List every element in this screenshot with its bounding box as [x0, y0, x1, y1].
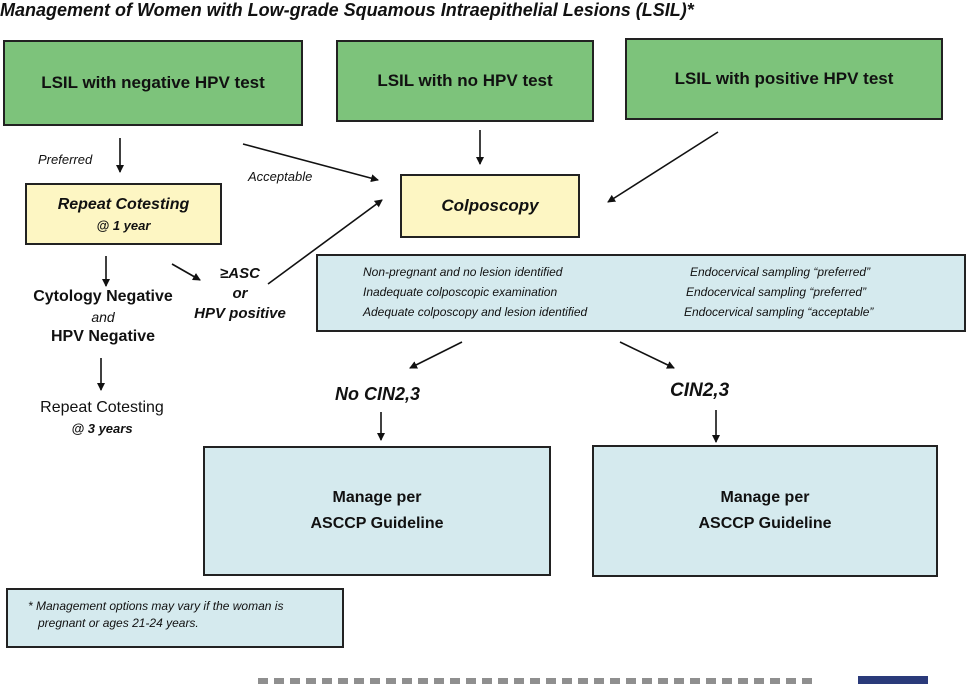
- preferred-label: Preferred: [38, 152, 93, 167]
- repeat-cotesting-3yr-label: Repeat Cotesting @ 3 years: [14, 398, 190, 440]
- colposcopy-label: Colposcopy: [441, 196, 539, 215]
- footnote-line2: pregnant or ages 21-24 years.: [38, 616, 199, 630]
- cytology-hpv-negative-label: Cytology Negative and HPV Negative: [10, 287, 196, 347]
- footnote-box: * Management options may vary if the wom…: [6, 588, 344, 648]
- manage-per-guideline-left-box: Manage per ASCCP Guideline: [203, 446, 551, 576]
- arrow-endo-to-cin: [619, 341, 675, 369]
- lsil-no-hpv-label: LSIL with no HPV test: [377, 71, 553, 90]
- cin23-label: CIN2,3: [670, 380, 730, 401]
- acceptable-label: Acceptable: [248, 169, 313, 184]
- lsil-no-hpv-box: LSIL with no HPV test: [336, 40, 594, 122]
- footnote-line1: * Management options may vary if the wom…: [28, 599, 284, 613]
- and-text: and: [91, 309, 115, 325]
- asc-label: ≥ASC: [220, 265, 260, 282]
- cytology-negative-text: Cytology Negative: [33, 288, 173, 305]
- manage-per-guideline-right-box: Manage per ASCCP Guideline: [592, 445, 938, 577]
- asc-or-hpv-positive-label: ≥ASC or HPV positive: [188, 264, 292, 324]
- colposcopy-box: Colposcopy: [400, 174, 580, 238]
- arrow-neg-to-colposcopy: [242, 143, 379, 183]
- cropped-logo: [858, 676, 928, 684]
- lsil-negative-hpv-box: LSIL with negative HPV test: [3, 40, 303, 126]
- repeat-cotesting-label: Repeat Cotesting: [57, 195, 190, 213]
- repeat-interval-label: @ 1 year: [96, 217, 151, 233]
- manage-left-line2: ASCCP Guideline: [310, 515, 444, 532]
- manage-right-line1: Manage per: [720, 489, 810, 506]
- cropped-source-text: [258, 678, 818, 684]
- hpv-positive-label: HPV positive: [194, 305, 286, 322]
- arrow-endo-to-nocin: [409, 341, 463, 369]
- diagram-title: Management of Women with Low-grade Squam…: [0, 0, 694, 20]
- endo-condition-3: Adequate colposcopy and lesion identifie…: [363, 305, 588, 319]
- manage-right-line2: ASCCP Guideline: [698, 515, 832, 532]
- endocervical-sampling-box: Non-pregnant and no lesion identified En…: [316, 254, 966, 332]
- arrow-repeat-to-asc: [171, 263, 201, 281]
- repeat-cotesting-box: Repeat Cotesting @ 1 year: [25, 183, 222, 245]
- endo-condition-1: Non-pregnant and no lesion identified: [363, 265, 563, 279]
- no-cin23-label: No CIN2,3: [335, 384, 421, 404]
- endo-action-3: Endocervical sampling “acceptable”: [684, 305, 874, 319]
- hpv-negative-text: HPV Negative: [50, 328, 156, 345]
- lsil-positive-hpv-label: LSIL with positive HPV test: [674, 69, 894, 88]
- lsil-positive-hpv-box: LSIL with positive HPV test: [625, 38, 943, 120]
- endo-condition-2: Inadequate colposcopic examination: [363, 285, 558, 299]
- or-label: or: [232, 285, 248, 302]
- arrow-pos-to-colposcopy: [607, 131, 719, 203]
- repeat-cotesting-3yr-text: Repeat Cotesting: [40, 399, 164, 416]
- repeat-3yr-interval-text: @ 3 years: [71, 421, 133, 436]
- endo-action-1: Endocervical sampling “preferred”: [690, 265, 871, 279]
- manage-left-line1: Manage per: [332, 489, 422, 506]
- arrow-asc-to-colposcopy: [267, 199, 383, 285]
- endo-action-2: Endocervical sampling “preferred”: [686, 285, 867, 299]
- lsil-negative-hpv-label: LSIL with negative HPV test: [41, 73, 265, 92]
